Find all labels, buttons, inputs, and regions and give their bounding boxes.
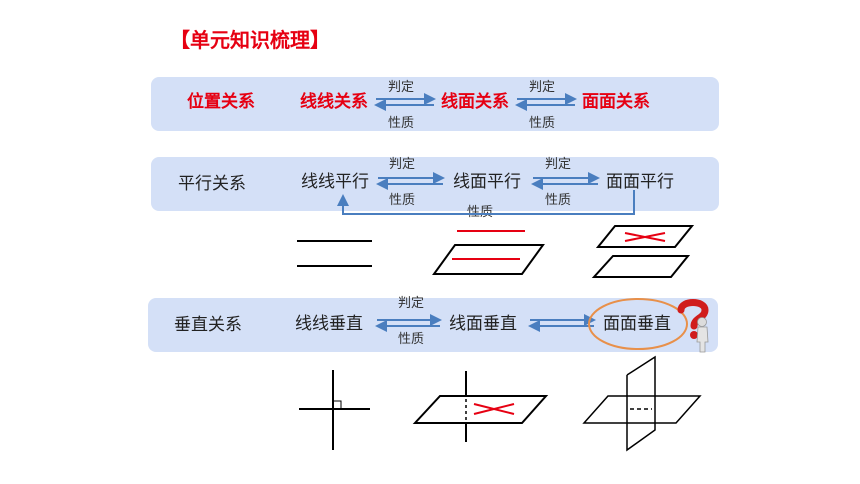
row1-arrow2-bottom-label: 性质 (529, 116, 556, 131)
row2-feedback-label: 性质 (467, 205, 494, 220)
plane-plane-relation: 面面关系 (582, 92, 650, 112)
double-arrow-icon (515, 93, 577, 111)
line-perpendicular-plane-figure (412, 371, 549, 442)
parallel-planes-figure (591, 225, 695, 278)
line-plane-perpendicular: 线面垂直 (449, 314, 517, 334)
line-line-parallel: 线线平行 (301, 172, 369, 192)
line-plane-relation: 线面关系 (441, 92, 509, 112)
row1-arrow1-top-label: 判定 (388, 80, 415, 95)
highlight-ellipse (588, 298, 688, 350)
double-arrow-icon (375, 314, 442, 332)
parallel-lines-figure (297, 240, 372, 267)
double-arrow-icon (531, 172, 600, 190)
feedback-arrow (337, 190, 635, 215)
double-arrow-icon (376, 172, 445, 190)
line-line-relation: 线线关系 (300, 92, 368, 112)
row2-arrow2-top-label: 判定 (545, 157, 572, 172)
question-mark-figure-icon (677, 299, 709, 353)
line-plane-parallel: 线面平行 (453, 172, 521, 192)
parallel-relations-label: 平行关系 (178, 174, 246, 194)
row2-arrow1-top-label: 判定 (389, 157, 416, 172)
perpendicular-planes-figure (582, 355, 702, 452)
line-parallel-plane-figure (432, 230, 545, 275)
plane-plane-parallel: 面面平行 (606, 172, 674, 192)
double-arrow-icon (374, 93, 436, 111)
double-arrow-icon (528, 314, 596, 332)
row3-arrow1-top-label: 判定 (398, 296, 425, 311)
row3-arrow1-bottom-label: 性质 (398, 332, 425, 347)
line-line-perpendicular: 线线垂直 (295, 314, 363, 334)
perpendicular-lines-figure (299, 370, 370, 450)
position-relations-label: 位置关系 (187, 92, 255, 112)
row2-arrow2-bottom-label: 性质 (545, 193, 572, 208)
row1-arrow2-top-label: 判定 (529, 80, 556, 95)
perpendicular-relations-label: 垂直关系 (174, 315, 242, 335)
page-title: 【单元知识梳理】 (170, 28, 330, 52)
row1-arrow1-bottom-label: 性质 (388, 116, 415, 131)
row2-arrow1-bottom-label: 性质 (389, 193, 416, 208)
plane-plane-perpendicular: 面面垂直 (603, 314, 671, 334)
